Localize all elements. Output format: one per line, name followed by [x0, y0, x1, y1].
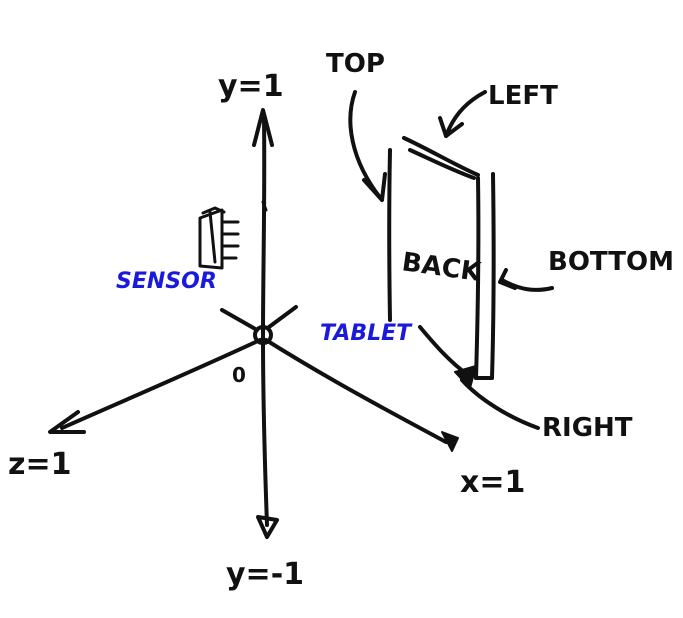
tablet-left-edge — [387, 148, 392, 322]
right-label: RIGHT — [542, 413, 633, 443]
tablet-sketch — [387, 136, 496, 389]
top-label: TOP — [326, 49, 385, 79]
sensor-body — [198, 208, 224, 270]
bottom-pointer-head — [498, 268, 517, 290]
sensor-top — [201, 206, 226, 215]
x-axis-line — [264, 338, 448, 444]
sensor-sketch — [198, 206, 240, 270]
left-pointer-head — [438, 116, 464, 138]
z-axis-line — [60, 338, 262, 430]
y-neg-arrow — [256, 515, 279, 539]
labels: y=1 y=-1 z=1 x=1 0 SENSOR TABLET TOP LEF… — [8, 49, 674, 592]
z-pos-label: z=1 — [8, 447, 71, 482]
left-pointer-line — [444, 90, 487, 138]
y-neg-label: y=-1 — [226, 557, 304, 592]
top-pointer-head — [362, 172, 387, 202]
axes — [48, 108, 459, 539]
origin-marker — [253, 325, 273, 345]
tablet-label: TABLET — [320, 321, 413, 346]
tablet-right-edge-1 — [474, 176, 481, 380]
y-axis-line — [261, 116, 269, 527]
right-pointer-line — [460, 378, 540, 430]
sensor-label: SENSOR — [116, 269, 217, 294]
bottom-label: BOTTOM — [548, 247, 674, 277]
back-label: BACK — [400, 247, 483, 288]
y-axis-tick — [261, 200, 268, 212]
origin-cross-right — [267, 305, 298, 329]
origin-cross-left — [220, 308, 259, 332]
pointer-arrows — [348, 90, 554, 430]
origin-label: 0 — [232, 363, 246, 387]
sensor-side — [208, 210, 217, 264]
bottom-pointer-line — [500, 278, 554, 292]
left-label: LEFT — [488, 81, 558, 111]
tablet-top-edge-2 — [408, 148, 476, 180]
x-pos-label: x=1 — [460, 465, 525, 500]
tablet-base-edge — [418, 325, 470, 377]
tablet-top-edge-1 — [402, 136, 480, 177]
y-pos-label: y=1 — [218, 69, 284, 104]
tablet-right-edge-2 — [490, 172, 496, 380]
z-pos-arrow — [48, 410, 86, 434]
y-pos-arrow — [252, 108, 274, 147]
x-pos-arrow — [441, 431, 459, 452]
